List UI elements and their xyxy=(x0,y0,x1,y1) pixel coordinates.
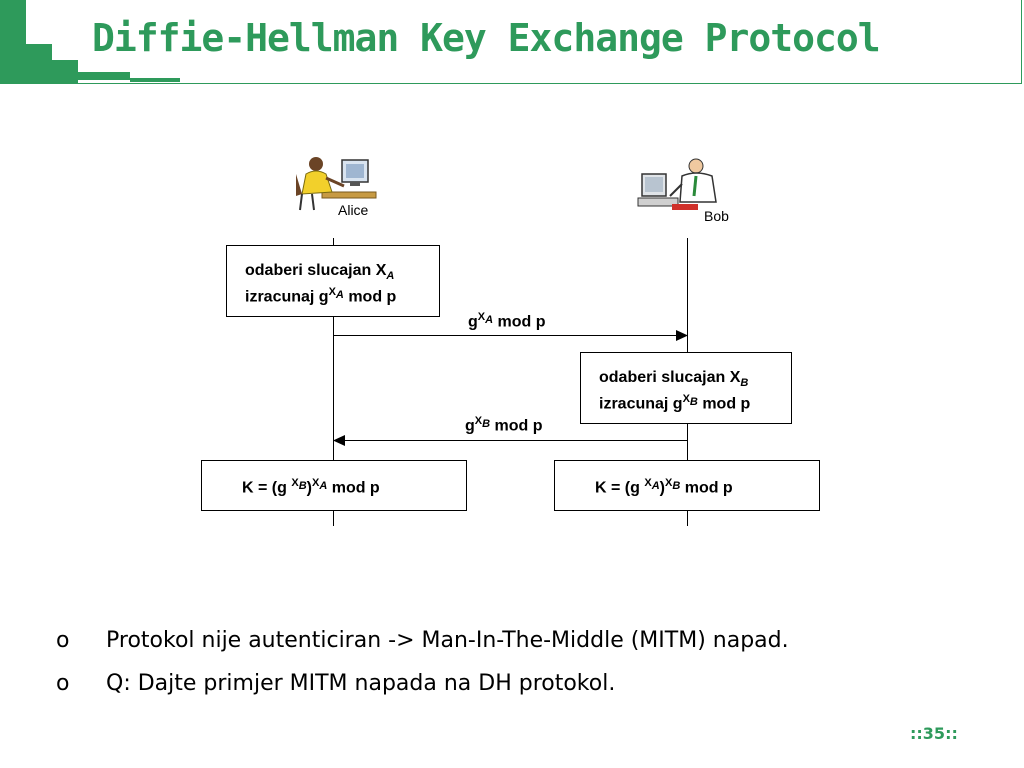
bullet-text: Q: Dajte primjer MITM napada na DH proto… xyxy=(106,671,616,696)
bob-key-formula: K = (g XA)XB mod p xyxy=(595,477,733,497)
bob-choose-line: odaberi slucajan XB xyxy=(599,369,749,390)
title-decoration-step xyxy=(78,72,130,80)
page-title: Diffie-Hellman Key Exchange Protocol xyxy=(92,16,881,60)
alice-choose-line: odaberi slucajan XA xyxy=(245,262,395,283)
alice-lifeline xyxy=(333,238,334,526)
alice-compute-line: izracunaj gXA mod p xyxy=(245,286,397,306)
arrow-head-right-icon xyxy=(676,330,688,341)
bob-key-box: K = (g XA)XB mod p xyxy=(554,460,820,511)
bob-compute-line: izracunaj gXB mod p xyxy=(599,393,751,413)
title-decoration-step xyxy=(130,78,180,82)
title-decoration-step xyxy=(52,60,78,84)
bob-compute-box: odaberi slucajan XB izracunaj gXB mod p xyxy=(580,352,792,424)
page-number: ::35:: xyxy=(910,724,958,743)
arrow-bob-to-alice xyxy=(342,440,687,441)
alice-label: Alice xyxy=(338,202,369,218)
title-decoration xyxy=(0,0,26,84)
alice-key-formula: K = (g XB)XA mod p xyxy=(242,477,380,497)
man-at-computer-icon xyxy=(637,158,717,210)
message-bob-to-alice: gXB mod p xyxy=(465,415,543,435)
bob-label: Bob xyxy=(704,208,729,224)
title-decoration-step xyxy=(26,44,52,84)
alice-compute-box: odaberi slucajan XA izracunaj gXA mod p xyxy=(226,245,440,317)
alice-key-box: K = (g XB)XA mod p xyxy=(201,460,467,511)
bullet-text: Protokol nije autenticiran -> Man-In-The… xyxy=(106,628,789,653)
bullet-mark: o xyxy=(56,671,70,696)
message-alice-to-bob: gXA mod p xyxy=(468,311,546,331)
arrow-alice-to-bob xyxy=(334,335,680,336)
arrow-head-left-icon xyxy=(333,435,345,446)
woman-at-computer-icon xyxy=(296,157,377,211)
bullet-mark: o xyxy=(56,628,70,653)
